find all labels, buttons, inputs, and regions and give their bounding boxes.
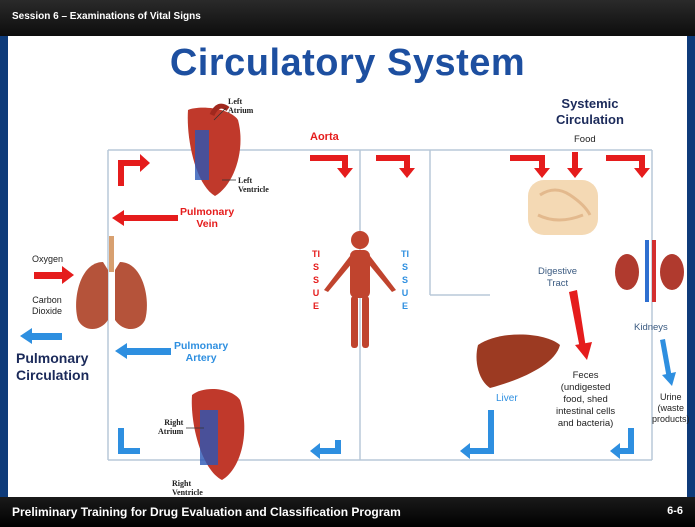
digestive-tract-label: Digestive Tract [538, 266, 577, 290]
footer-bar: Preliminary Training for Drug Evaluation… [0, 497, 695, 527]
aorta-label: Aorta [310, 131, 339, 143]
oxygen-label: Oxygen [32, 254, 63, 264]
left-atrium-label: Left Atrium [228, 97, 253, 115]
pulmonary-artery-label: Pulmonary Artery [174, 340, 228, 364]
bottom-heart-image [192, 389, 245, 480]
food-label: Food [574, 134, 596, 145]
digestive-tract-image [528, 180, 598, 235]
urine-label: Urine (waste products) [652, 392, 690, 425]
tissue-label-left: TISSUE [311, 248, 321, 313]
systemic-circulation-label: Systemic Circulation [556, 96, 624, 128]
page-number: 6-6 [667, 505, 683, 517]
feces-label: Feces (undigested food, shed intestinal … [556, 370, 615, 430]
pulmonary-circulation-label: Pulmonary Circulation [16, 350, 89, 384]
kidneys-image [615, 240, 684, 302]
right-ventricle-label: Right Ventricle [172, 479, 203, 497]
kidneys-label: Kidneys [634, 322, 668, 333]
liver-image [477, 334, 561, 388]
left-ventricle-label: Left Ventricle [238, 176, 269, 194]
right-atrium-label: Right Atrium [158, 418, 183, 436]
program-title: Preliminary Training for Drug Evaluation… [12, 505, 401, 519]
lungs-image [76, 236, 147, 329]
tissue-label-right: TISSUE [400, 248, 410, 313]
pulmonary-vein-label: Pulmonary Vein [180, 206, 234, 230]
liver-label: Liver [496, 393, 518, 404]
carbon-dioxide-label: Carbon Dioxide [32, 295, 62, 317]
